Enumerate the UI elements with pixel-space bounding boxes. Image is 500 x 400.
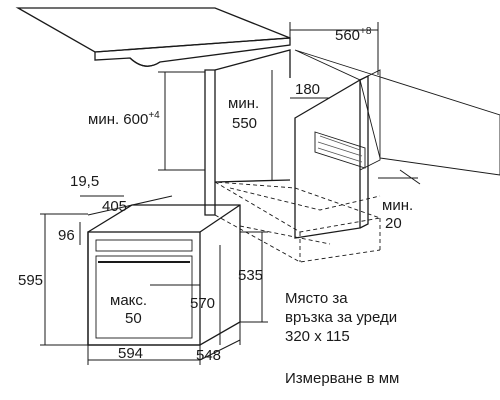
connection-box	[314, 131, 366, 169]
oven-body	[87, 204, 241, 346]
label-back-gap: 180	[295, 81, 320, 98]
countertop	[15, 7, 291, 67]
label-oven-height: 595	[18, 272, 43, 289]
label-inner-height: 570	[190, 295, 215, 312]
dimension-lines	[40, 22, 421, 365]
label-top-depth: 405	[102, 198, 127, 215]
label-min-front-line: мин.20	[382, 197, 413, 232]
label-handle-max: макс.50	[110, 292, 147, 327]
label-cabinet-width: 560+8	[335, 26, 372, 44]
label-oven-depth: 548	[196, 347, 221, 364]
label-panel-offset: 19,5	[70, 173, 99, 190]
label-oven-width: 594	[118, 345, 143, 362]
cabinet-left-panel	[204, 49, 291, 216]
cabinet-hidden-lines	[214, 181, 382, 263]
label-min-height: мин. 600+4	[88, 110, 160, 128]
back-wall	[294, 49, 500, 176]
label-min-depth: мин.550	[228, 95, 259, 132]
note-units: Измерване в мм	[285, 370, 399, 387]
label-top-height: 96	[58, 227, 75, 244]
dimension-labels: 560+8 мин. 600+4 мин.550 180 мин.20 19,5…	[18, 26, 413, 364]
label-front-height: 535	[238, 267, 263, 284]
